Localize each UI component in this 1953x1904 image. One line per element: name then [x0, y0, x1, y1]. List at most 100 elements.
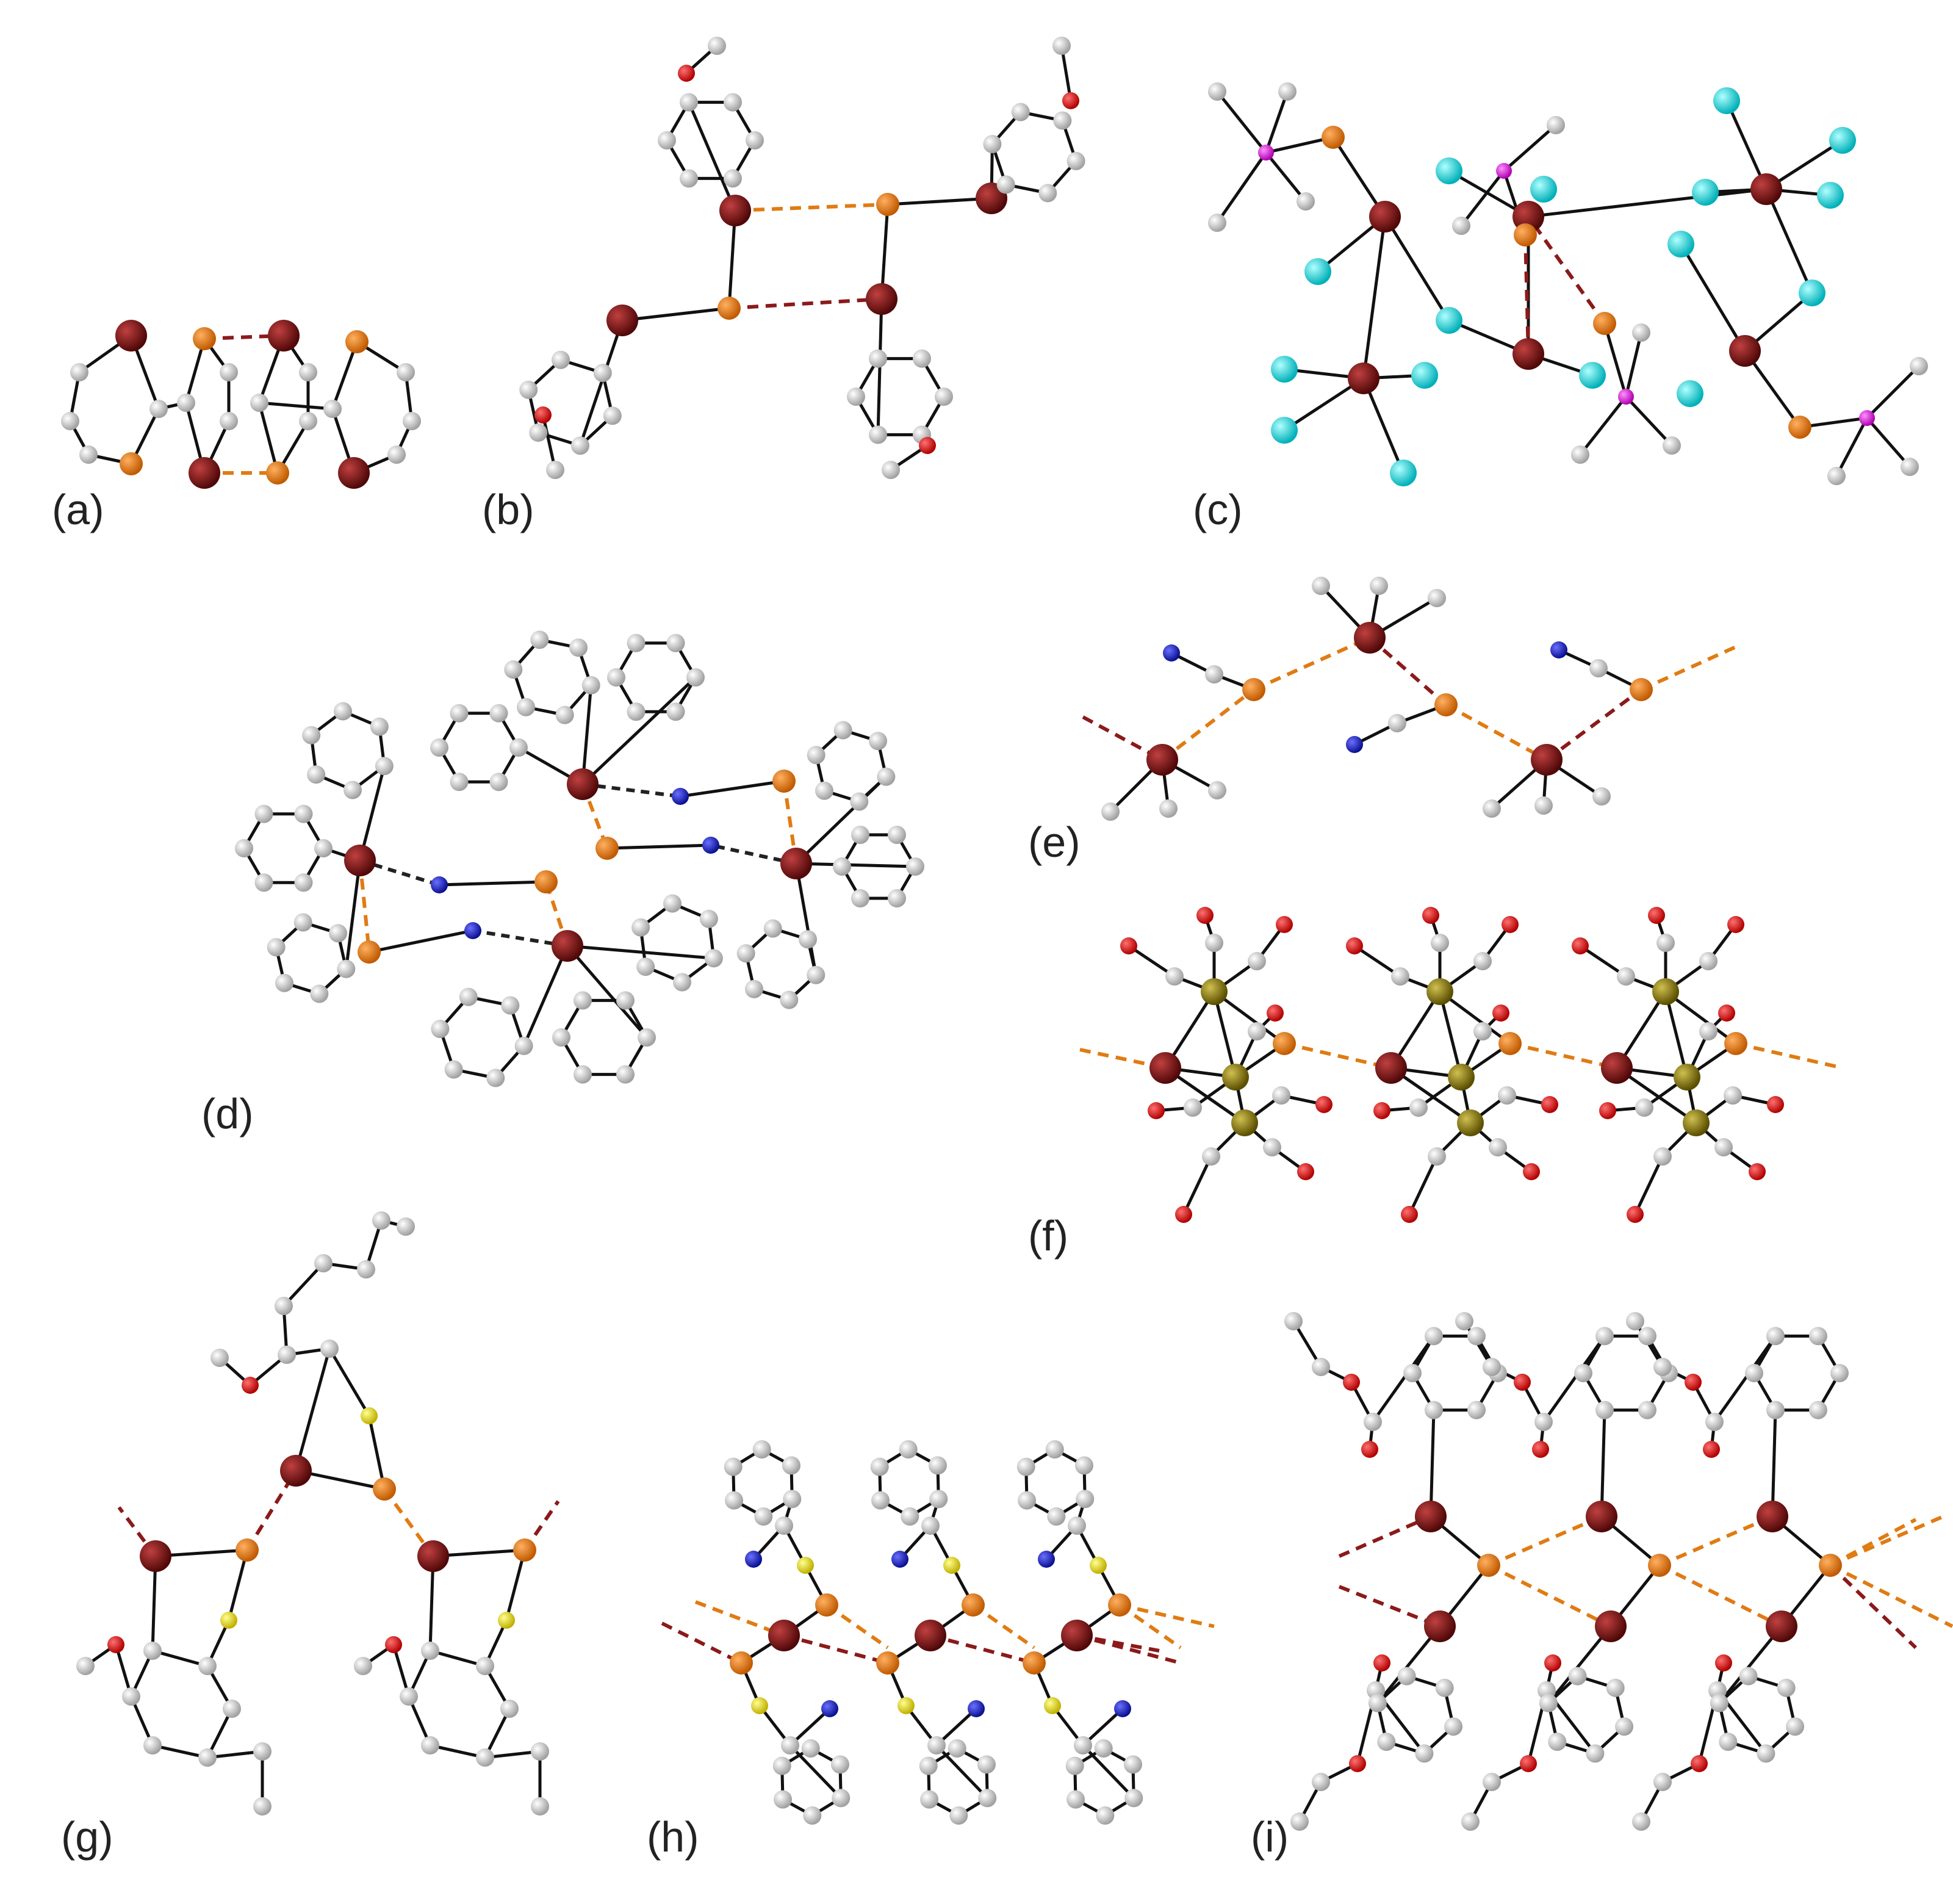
bond-f [1182, 1155, 1213, 1216]
atom-carbon-f [1409, 1098, 1428, 1117]
atom-carbon-f [1473, 952, 1492, 970]
atom-carbon-f [1272, 1086, 1290, 1105]
atom-carbon-f [1184, 1098, 1202, 1117]
atom-carbon-b [708, 37, 726, 55]
bond-f [1616, 1066, 1697, 1125]
atom-bromine-i [1757, 1501, 1788, 1532]
atom-fluorine-c [1271, 356, 1298, 383]
halogen-bond-f [1735, 1042, 1843, 1070]
bond-c [1603, 323, 1628, 397]
atom-carbon-g [357, 1260, 375, 1278]
atom-carbon-d [807, 746, 825, 765]
atom-oxygen-f [1148, 1102, 1165, 1119]
atom-carbon-d [489, 704, 508, 723]
atom-carbon-g [320, 1340, 339, 1358]
atom-carbon-h [927, 1736, 946, 1754]
bond-f [1164, 1066, 1246, 1125]
atom-carbon-a [70, 363, 88, 381]
halogen-bond-b [728, 297, 882, 310]
atom-carbon-d [673, 973, 692, 992]
atom-carbon-b [680, 169, 698, 188]
atom-fluorine-c [1677, 380, 1703, 407]
atom-carbon-g [253, 1797, 272, 1816]
atom-oxygen-f [1120, 937, 1137, 954]
atom-iodine-a [120, 452, 143, 475]
halogen-bond-c [1527, 215, 1606, 325]
atom-oxygen-f [1373, 1102, 1390, 1119]
atom-carbon-c [1297, 192, 1315, 211]
atom-carbon-a [61, 412, 79, 430]
atom-carbon-d [552, 1028, 570, 1047]
atom-bromine-b [606, 305, 638, 336]
atom-carbon-a [149, 400, 168, 418]
bond-c [1625, 395, 1673, 447]
atom-carbon-d [514, 1036, 533, 1055]
atom-carbon-g [275, 1297, 293, 1315]
atom-carbon-e [1388, 714, 1406, 732]
atom-carbon-d [616, 991, 635, 1010]
atom-carbon-d [833, 721, 852, 740]
atom-carbon-d [607, 668, 625, 687]
bond-d [606, 843, 711, 850]
atom-carbon-d [489, 773, 508, 792]
atom-sulfur-h [797, 1557, 814, 1574]
bond-d [344, 860, 362, 970]
atom-nitrogen-d [464, 922, 481, 939]
atom-carbon-h [948, 1739, 966, 1758]
atom-carbon-i [1568, 1667, 1587, 1686]
atom-carbon-h [724, 1457, 743, 1476]
atom-iodine-e [1242, 678, 1265, 701]
atom-carbon-i [1368, 1693, 1387, 1712]
atom-carbon-i [1312, 1358, 1330, 1376]
panel-label-e: (e) [1028, 818, 1081, 866]
bond-i [1542, 1335, 1606, 1423]
atom-carbon-b [996, 175, 1015, 194]
atom-carbon-i [1377, 1733, 1396, 1751]
atom-carbon-i [1606, 1678, 1625, 1697]
bond-d [794, 863, 818, 976]
atom-iodine-g [513, 1538, 536, 1562]
bond-f [1664, 991, 1689, 1078]
atom-carbon-d [744, 979, 763, 998]
atom-carbon-h [781, 1736, 799, 1754]
atom-carbon-h [754, 1507, 773, 1526]
atom-carbon-a [299, 363, 317, 381]
bond-c [1679, 243, 1747, 352]
atom-carbon-d [906, 857, 924, 876]
atom-nitrogen-h [1114, 1700, 1131, 1717]
atom-iodine-d [595, 837, 619, 860]
atom-carbon-b [724, 169, 742, 188]
bond-b [578, 320, 624, 447]
atom-carbon-h [1074, 1456, 1093, 1475]
atom-carbon-b [519, 380, 538, 399]
atom-fluorine-c [1411, 362, 1438, 389]
atom-carbon-e [1589, 659, 1608, 677]
atom-carbon-c [1632, 323, 1650, 342]
bond-g [207, 1750, 263, 1759]
atom-carbon-i [1757, 1744, 1775, 1763]
panel-label-i: (i) [1251, 1813, 1289, 1861]
bond-d [439, 880, 547, 887]
atom-carbon-f [1428, 1147, 1446, 1166]
atom-bromine-h [768, 1620, 800, 1651]
atom-carbon-f [1714, 1138, 1733, 1156]
atom-bromine-e [1146, 744, 1178, 776]
bond-i [1429, 1410, 1436, 1517]
atom-iodine-h [1108, 1593, 1131, 1617]
atom-carbon-e [1205, 665, 1223, 683]
atom-nitrogen-h [968, 1700, 985, 1717]
halogen-bond-h [661, 1621, 743, 1665]
atom-carbon-d [459, 987, 478, 1006]
atom-carbon-i [1638, 1327, 1656, 1346]
atom-carbon-c [1901, 458, 1919, 476]
atom-carbon-d [329, 924, 348, 943]
atom-carbon-b [546, 461, 564, 479]
atom-carbon-a [403, 412, 421, 430]
bond-d [796, 862, 916, 868]
atom-iodine-h [1023, 1651, 1046, 1675]
bond-c [1835, 417, 1869, 477]
atom-carbon-e [1101, 802, 1120, 821]
atom-oxygen-i [1349, 1755, 1366, 1772]
atom-iodine-a [345, 330, 369, 353]
atom-oxygen-i [1685, 1374, 1702, 1391]
